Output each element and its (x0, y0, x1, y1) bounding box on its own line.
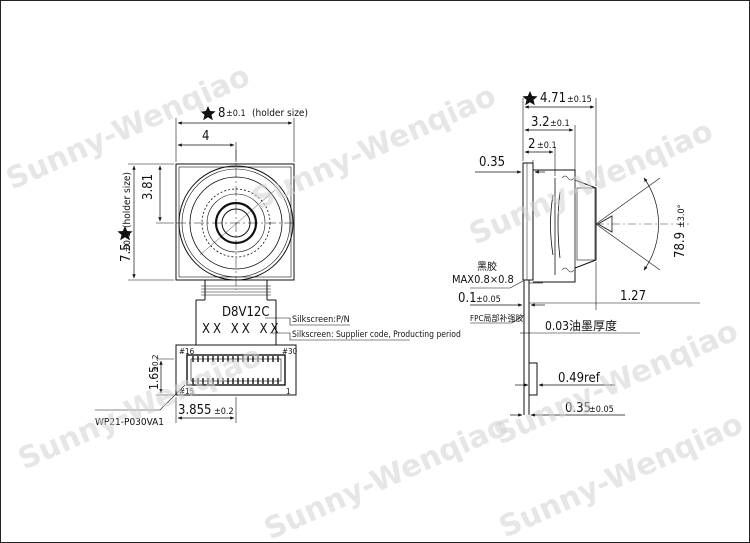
connector-offset-value: 3.855 (178, 403, 211, 418)
fpc-offset-value: 0.1 (458, 291, 477, 306)
star-icon (522, 91, 538, 106)
lens-height-value: 3.2 (531, 115, 550, 130)
side-view (470, 98, 700, 417)
center-offset-value: 4 (202, 129, 209, 144)
supplier-code-label: XX XX XX (202, 322, 282, 337)
pin-15-label: #15 (179, 387, 194, 396)
holder-height-tol: ±0.1 (123, 232, 133, 252)
watermark-text: Sunny-Wenqiao (464, 113, 718, 252)
connector-height-tol: ±0.2 (151, 355, 160, 372)
watermark-text: Sunny-Wenqiao (247, 78, 501, 217)
holder-height-note: (holder size) (122, 172, 133, 228)
total-height-tol: ±0.15 (567, 95, 592, 105)
holder-width-value: 8 (218, 106, 225, 121)
stiffener (528, 362, 538, 396)
glue-label: 黑胶 (477, 260, 497, 273)
fpc-label: FPC局部补强胶 (470, 313, 524, 323)
star-icon (200, 106, 216, 121)
part-number-label: D8V12C (222, 305, 270, 320)
holder-height-value: 7.5 (119, 243, 134, 262)
fpc-offset-tol: ±0.05 (476, 295, 501, 305)
base-tol: ±0.05 (589, 405, 614, 415)
total-height-value: 4.71 (540, 91, 566, 106)
connector-offset-tol: ±0.2 (214, 407, 234, 417)
center-offset-v-value: 3.81 (141, 174, 156, 200)
barrel-height-value: 2 (528, 137, 535, 152)
stiffener-value: 0.49ref (558, 371, 601, 386)
pin-30-label: #30 (282, 347, 298, 356)
glue-max-value: MAX0.8×0.8 (452, 273, 514, 286)
ink-thickness-value: 0.03油墨厚度 (545, 318, 617, 333)
fov-tol: ±3.0° (677, 204, 687, 228)
base-value: 0.35 (565, 401, 591, 416)
fov-value: 78.9 (673, 232, 688, 258)
connector-board (175, 344, 297, 396)
star-icon (117, 226, 133, 241)
pin-16-label: #16 (179, 347, 195, 356)
barrel-height-tol: ±0.1 (537, 141, 557, 151)
lens-height-tol: ±0.1 (550, 119, 570, 129)
watermark-text: Sunny-Wenqiao (259, 408, 513, 543)
holder-width-note: (holder size) (252, 108, 308, 119)
sensor-gap-value: 0.35 (479, 155, 505, 170)
fpc-height-value: 1.27 (620, 289, 646, 304)
connector-height-value: 1.65 (147, 366, 161, 390)
silkscreen-supplier-note: Silkscreen: Supplier code, Producting pe… (292, 330, 461, 340)
pin-1-label: 1 (286, 387, 291, 396)
holder-width-tol: ±0.1 (226, 109, 246, 119)
connector-part-label: WP21-P030VA1 (95, 417, 164, 428)
silkscreen-pn-note: Silkscreen:P/N (292, 315, 350, 325)
front-view (95, 118, 410, 423)
holder-wall (522, 162, 534, 281)
board-connector (186, 354, 286, 386)
